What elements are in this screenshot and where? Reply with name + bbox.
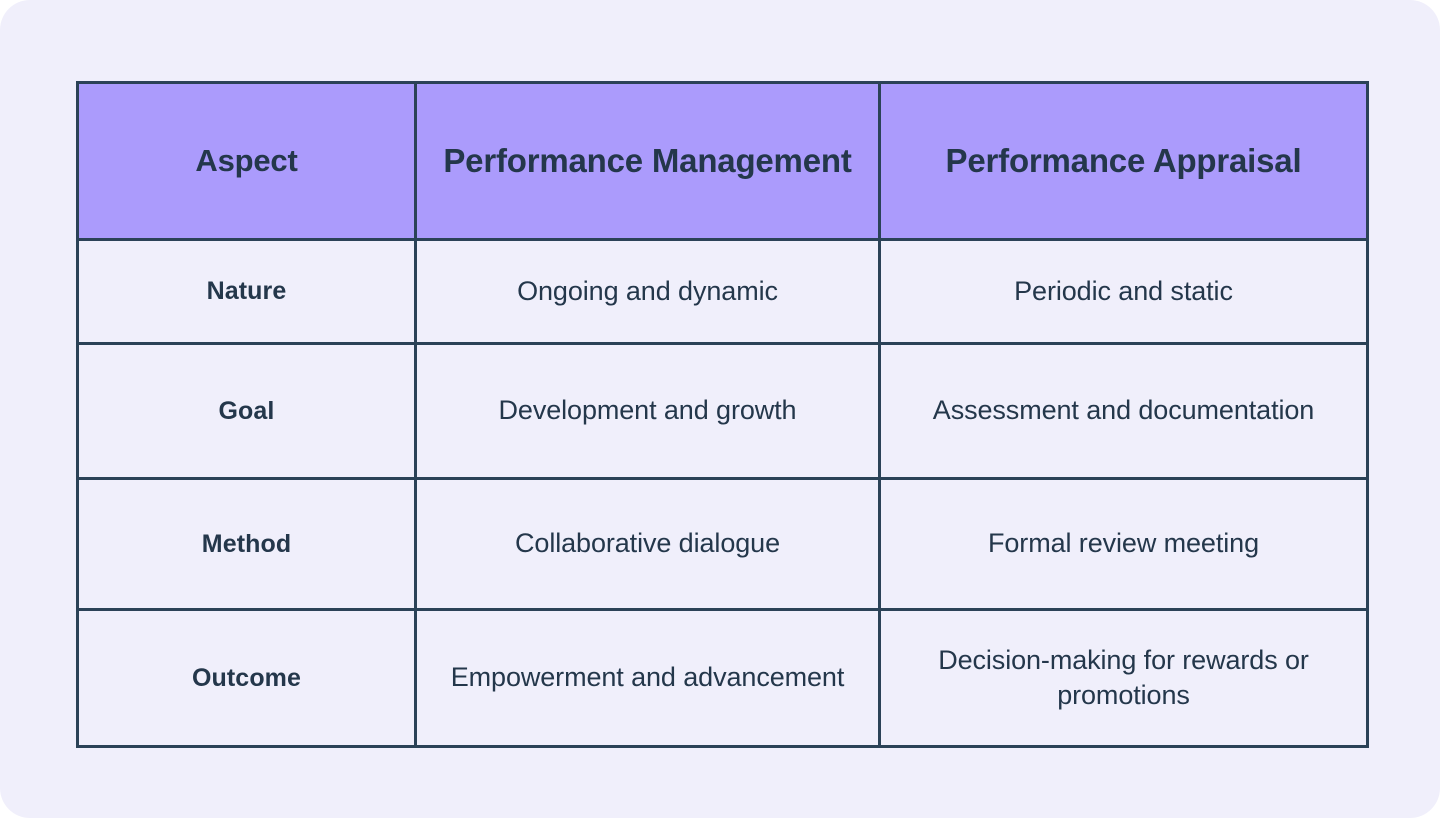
table-header-row: Aspect Performance Management Performanc… xyxy=(76,81,1369,241)
column-header-performance-management: Performance Management xyxy=(414,81,881,241)
table-header: Aspect Performance Management Performanc… xyxy=(76,81,1369,241)
row-label-nature: Nature xyxy=(76,238,417,345)
row-label-method: Method xyxy=(76,477,417,611)
row-label-goal: Goal xyxy=(76,342,417,480)
table-body: Nature Ongoing and dynamic Periodic and … xyxy=(76,238,1369,748)
cell-method-performance-appraisal: Formal review meeting xyxy=(878,477,1369,611)
table-row: Goal Development and growth Assessment a… xyxy=(76,342,1369,480)
column-header-aspect: Aspect xyxy=(76,81,417,241)
column-header-performance-appraisal: Performance Appraisal xyxy=(878,81,1369,241)
comparison-table: Aspect Performance Management Performanc… xyxy=(76,81,1369,748)
cell-nature-performance-appraisal: Periodic and static xyxy=(878,238,1369,345)
cell-goal-performance-management: Development and growth xyxy=(414,342,881,480)
cell-outcome-performance-appraisal: Decision-making for rewards or promotion… xyxy=(878,608,1369,748)
comparison-table-container: Aspect Performance Management Performanc… xyxy=(76,81,1369,748)
cell-nature-performance-management: Ongoing and dynamic xyxy=(414,238,881,345)
table-row: Method Collaborative dialogue Formal rev… xyxy=(76,477,1369,611)
cell-method-performance-management: Collaborative dialogue xyxy=(414,477,881,611)
row-label-outcome: Outcome xyxy=(76,608,417,748)
cell-goal-performance-appraisal: Assessment and documentation xyxy=(878,342,1369,480)
cell-outcome-performance-management: Empowerment and advancement xyxy=(414,608,881,748)
table-row: Nature Ongoing and dynamic Periodic and … xyxy=(76,238,1369,345)
table-row: Outcome Empowerment and advancement Deci… xyxy=(76,608,1369,748)
